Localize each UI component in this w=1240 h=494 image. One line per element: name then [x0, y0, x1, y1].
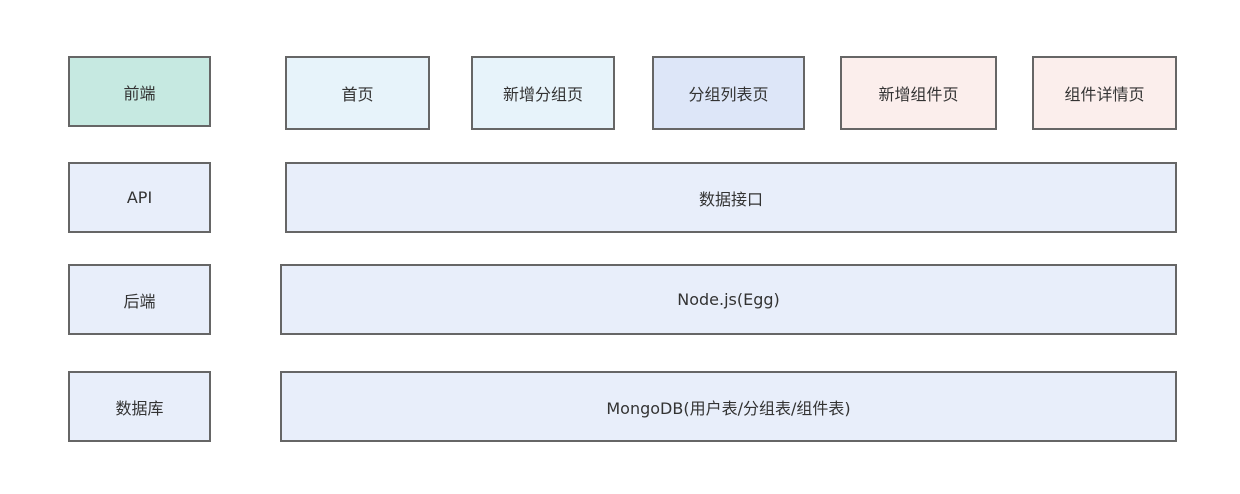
api-layer-label: API: [68, 162, 211, 233]
page-component-detail: 组件详情页: [1032, 56, 1177, 130]
api-layer-label-text: API: [126, 188, 153, 207]
database-layer-label: 数据库: [68, 371, 211, 442]
database-layer-bar-text: MongoDB(用户表/分组表/组件表): [606, 398, 851, 418]
page-home: 首页: [285, 56, 430, 130]
backend-layer-label: 后端: [68, 264, 211, 335]
page-add-group-label: 新增分组页: [502, 85, 583, 104]
api-layer-bar-text: 数据接口: [698, 189, 763, 209]
page-group-list: 分组列表页: [652, 56, 805, 130]
backend-layer-bar: Node.js(Egg): [280, 264, 1177, 335]
page-add-component-label: 新增组件页: [878, 85, 959, 104]
database-layer-label-text: 数据库: [115, 398, 164, 418]
page-home-label: 首页: [341, 85, 374, 104]
frontend-layer-label-text: 前端: [123, 83, 156, 103]
backend-layer-label-text: 后端: [123, 291, 156, 311]
page-add-component: 新增组件页: [840, 56, 997, 130]
page-group-list-label: 分组列表页: [688, 85, 769, 104]
backend-layer-bar-text: Node.js(Egg): [677, 290, 780, 309]
api-layer-bar: 数据接口: [285, 162, 1177, 233]
frontend-layer-label: 前端: [68, 56, 211, 127]
page-component-detail-label: 组件详情页: [1064, 85, 1145, 104]
database-layer-bar: MongoDB(用户表/分组表/组件表): [280, 371, 1177, 442]
page-add-group: 新增分组页: [471, 56, 615, 130]
